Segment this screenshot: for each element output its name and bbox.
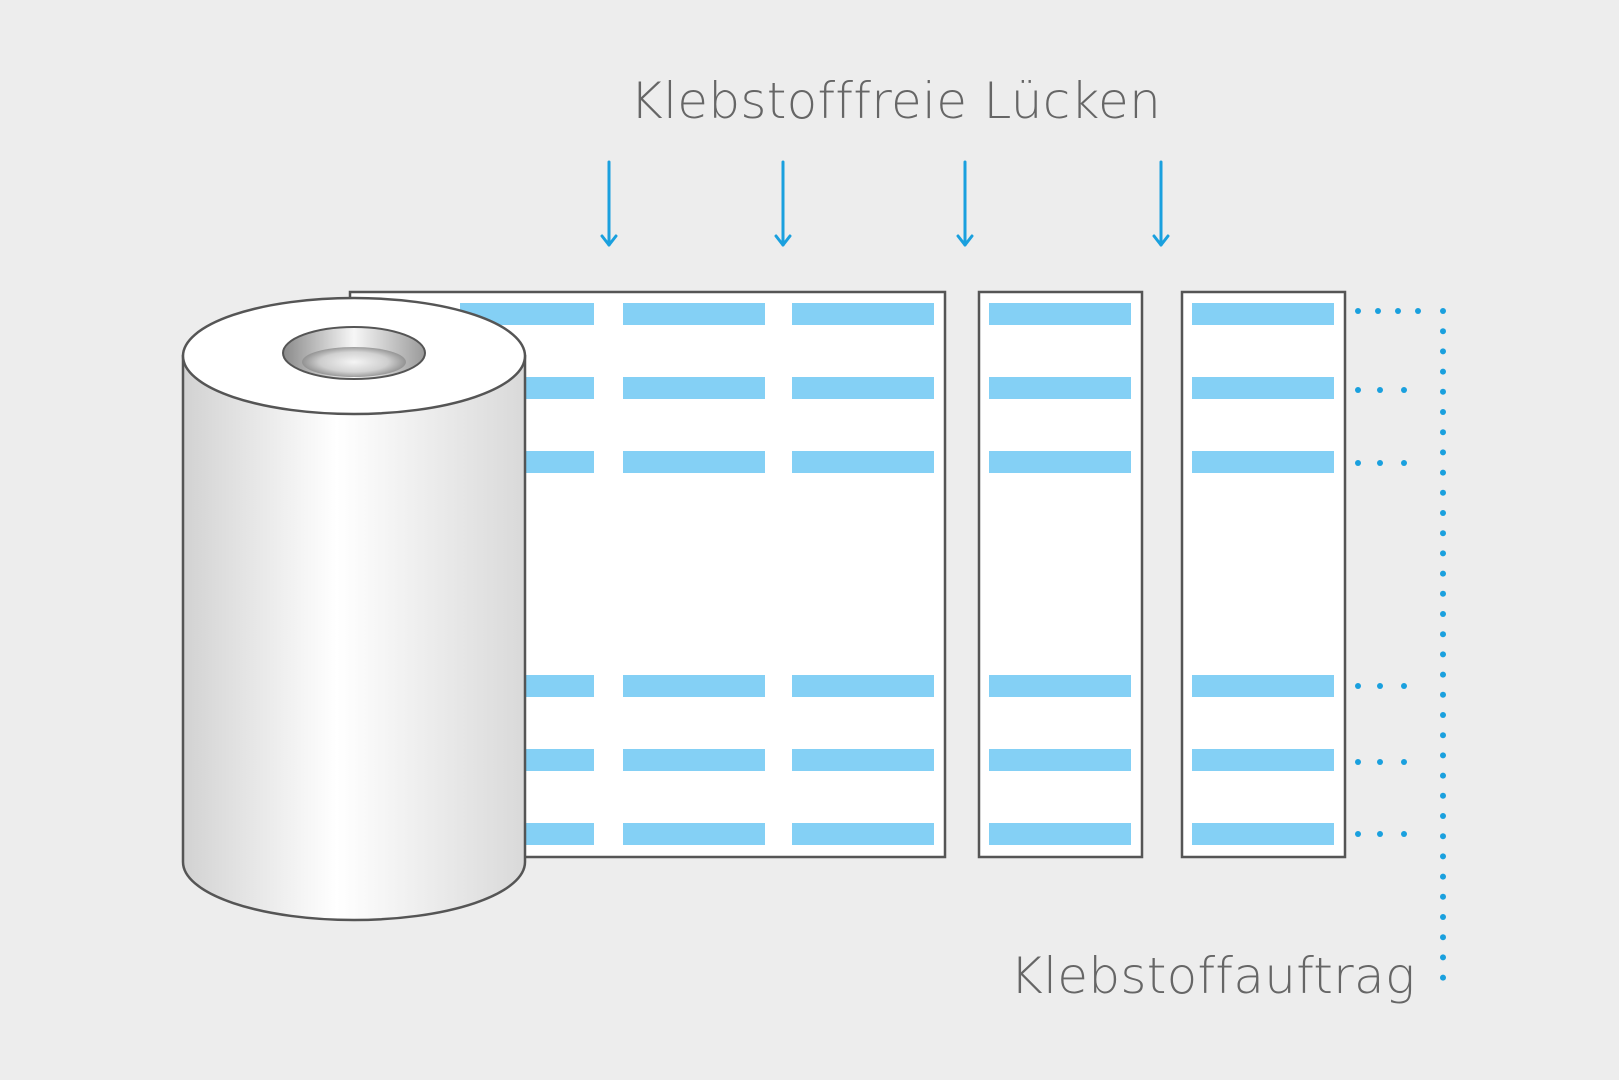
adhesive-stripe xyxy=(989,377,1131,399)
adhesive-stripe xyxy=(1192,451,1334,473)
arrow-down-icon xyxy=(774,160,792,247)
leader-dot xyxy=(1440,974,1446,981)
adhesive-stripe xyxy=(623,749,765,771)
leader-dot xyxy=(1440,732,1446,739)
leader-dot xyxy=(1440,833,1446,840)
adhesive-stripe xyxy=(792,675,934,697)
leader-dot xyxy=(1440,772,1446,779)
adhesive-stripe xyxy=(623,303,765,325)
leader-dot xyxy=(1440,631,1446,638)
gaps-label: Klebstofffreie Lücken xyxy=(630,72,1162,130)
adhesive-stripe xyxy=(1192,749,1334,771)
adhesive-stripes-main xyxy=(460,303,934,845)
leader-dot xyxy=(1440,348,1446,355)
sheet-segment-3 xyxy=(1180,290,1347,859)
adhesive-stripe xyxy=(1192,823,1334,845)
adhesive-stripe xyxy=(989,749,1131,771)
adhesive-stripe xyxy=(989,823,1131,845)
adhesive-stripe xyxy=(792,303,934,325)
leader-dot xyxy=(1440,469,1446,476)
adhesive-stripe xyxy=(623,675,765,697)
leader-dot xyxy=(1440,409,1446,415)
adhesive-stripe xyxy=(792,749,934,771)
leader-dot xyxy=(1440,873,1446,880)
gap-arrows xyxy=(600,160,1170,247)
leader-dot xyxy=(1440,328,1446,335)
leader-dot xyxy=(1440,712,1446,718)
leader-horizontal-dots xyxy=(1355,308,1421,837)
leader-dot xyxy=(1440,429,1446,436)
adhesive-stripe xyxy=(1192,303,1334,325)
adhesive-stripe xyxy=(1192,377,1334,399)
leader-dot xyxy=(1440,954,1446,961)
leader-dot xyxy=(1440,489,1446,496)
leader-dot xyxy=(1440,671,1446,678)
adhesive-stripe xyxy=(792,823,934,845)
leader-dot xyxy=(1440,651,1446,658)
leader-dot xyxy=(1440,792,1446,799)
leader-dot xyxy=(1440,550,1446,557)
leader-dot xyxy=(1440,590,1446,597)
leader-vertical-dots xyxy=(1440,308,1446,981)
adhesive-stripe xyxy=(623,823,765,845)
adhesive-stripe xyxy=(792,451,934,473)
leader-dot xyxy=(1440,530,1446,537)
adhesive-stripe xyxy=(623,377,765,399)
leader-dot xyxy=(1440,388,1446,395)
leader-dot xyxy=(1440,853,1446,860)
sheet-segment-2 xyxy=(977,290,1144,859)
leader-dot xyxy=(1440,611,1446,617)
leader-dot xyxy=(1440,914,1446,920)
leader-dot xyxy=(1440,510,1446,516)
leader-dot xyxy=(1440,368,1446,375)
leader-dot xyxy=(1440,934,1446,941)
adhesive-label: Klebstoffauftrag xyxy=(1010,947,1416,1005)
arrow-down-icon xyxy=(600,160,618,247)
adhesive-stripe xyxy=(460,303,594,325)
leader-dot xyxy=(1440,893,1446,900)
adhesive-stripe xyxy=(1192,675,1334,697)
leader-dot xyxy=(1440,449,1446,456)
leader-dot xyxy=(1440,570,1446,577)
arrow-down-icon xyxy=(956,160,974,247)
adhesive-leader-lines xyxy=(1355,308,1446,981)
leader-dot xyxy=(1440,691,1446,698)
leader-dot xyxy=(1440,752,1446,759)
adhesive-stripe xyxy=(989,675,1131,697)
adhesive-stripe xyxy=(623,451,765,473)
adhesive-stripe xyxy=(989,303,1131,325)
arrow-down-icon xyxy=(1152,160,1170,247)
leader-dot xyxy=(1440,308,1446,314)
adhesive-stripe xyxy=(792,377,934,399)
adhesive-stripe xyxy=(989,451,1131,473)
paper-roll-icon xyxy=(181,296,527,922)
leader-dot xyxy=(1440,813,1446,819)
